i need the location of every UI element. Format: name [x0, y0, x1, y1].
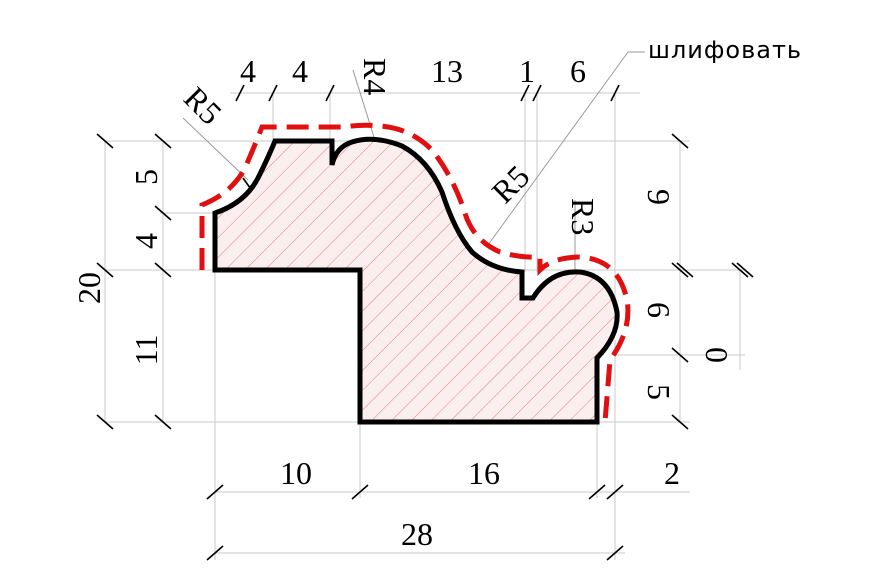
dim-top-1: 1 — [519, 53, 535, 89]
dim-left-11: 11 — [128, 335, 164, 366]
profile-section — [212, 136, 620, 425]
dim-top-6: 6 — [570, 53, 586, 89]
sanding-note: шлифовать — [648, 36, 802, 64]
dim-top-4b: 4 — [292, 53, 308, 89]
dim-top-4a: 4 — [240, 53, 256, 89]
dim-right-6: 6 — [641, 302, 677, 318]
dim-bottom-10: 10 — [280, 455, 312, 491]
dim-bottom-2: 2 — [664, 455, 680, 491]
dimension-labels: 4 4 13 1 6 R5 R4 R5 R3 5 4 20 11 9 6 0 5… — [71, 53, 735, 552]
dim-right-0: 0 — [699, 347, 735, 363]
dimension-ticks — [96, 84, 754, 561]
radius-r4: R4 — [357, 58, 393, 95]
dim-top-13: 13 — [431, 53, 463, 89]
dim-left-4: 4 — [128, 233, 164, 249]
radius-r3: R3 — [565, 198, 601, 235]
dim-left-5: 5 — [128, 169, 164, 185]
radius-r5-mid: R5 — [484, 158, 536, 210]
radius-r5-left: R5 — [177, 79, 229, 131]
dim-bottom-28: 28 — [401, 516, 433, 552]
dim-bottom-16: 16 — [468, 455, 500, 491]
dim-left-20: 20 — [71, 272, 107, 304]
sanding-line — [199, 122, 631, 423]
leader-lines — [182, 51, 645, 320]
dim-right-5: 5 — [641, 384, 677, 400]
dim-right-9: 9 — [641, 189, 677, 205]
